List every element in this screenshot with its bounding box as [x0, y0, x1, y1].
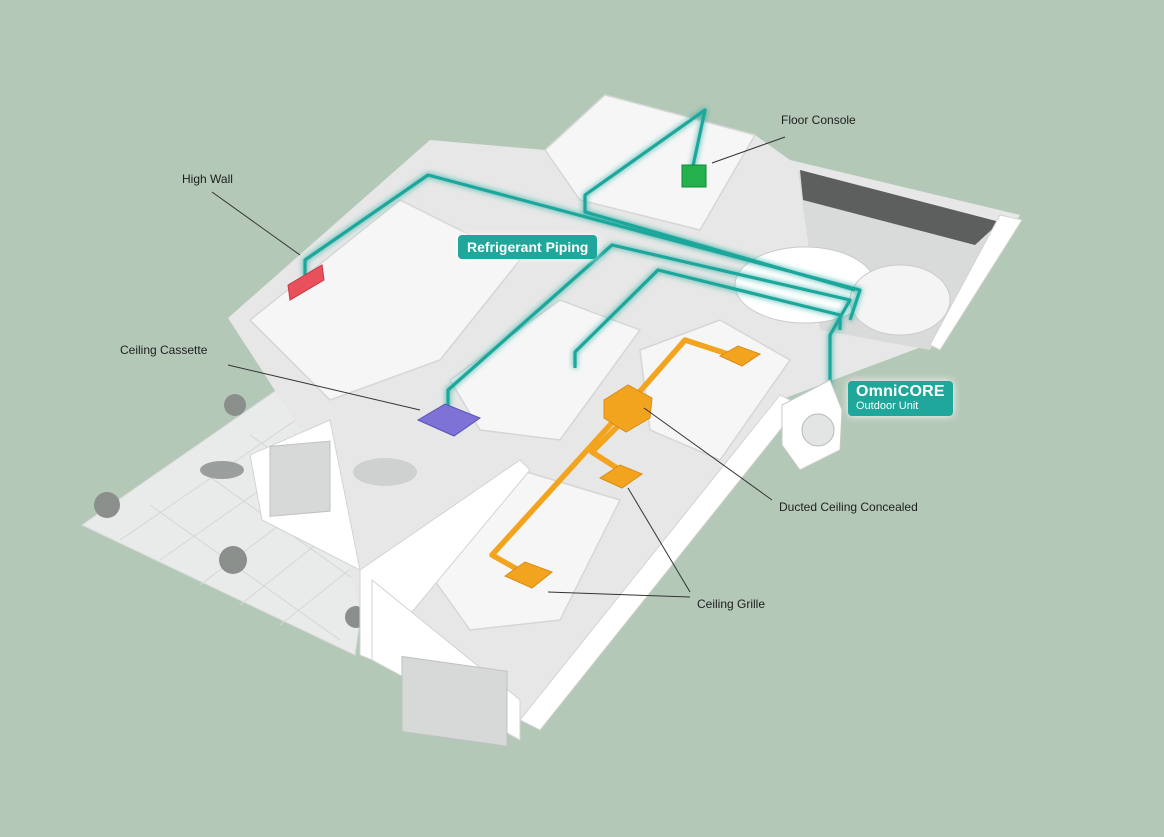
wall-garage-right [929, 214, 1023, 351]
room-living [248, 199, 522, 401]
label-high-wall: High Wall [182, 172, 233, 186]
label-floor-console: Floor Console [781, 113, 856, 127]
floor-console-unit [681, 164, 707, 188]
leader-lines [211, 136, 786, 598]
dining-table [353, 458, 417, 486]
plant [224, 394, 246, 416]
ceiling-grille [718, 345, 762, 367]
plant [219, 546, 247, 574]
plant [94, 492, 120, 518]
omnicore-subtitle: Outdoor Unit [856, 399, 919, 412]
ceiling-grille [503, 561, 554, 589]
garage-wall [800, 170, 1000, 245]
omnicore-outdoor-unit-badge: OmniCORE Outdoor Unit [848, 381, 953, 417]
patio-table [200, 461, 244, 479]
window [269, 440, 331, 517]
ceiling-cassette-unit [416, 403, 482, 437]
outdoor-unit-fan [801, 413, 835, 447]
high-wall-unit [287, 264, 325, 301]
refrigerant-piping-badge: Refrigerant Piping [458, 235, 598, 259]
car [849, 264, 951, 336]
label-ducted-ceiling-concealed: Ducted Ceiling Concealed [779, 500, 918, 514]
window [401, 655, 508, 747]
label-ceiling-cassette: Ceiling Cassette [120, 343, 208, 357]
ceiling-grille [598, 464, 644, 489]
ducted-ceiling-unit [603, 384, 653, 433]
label-ceiling-grille: Ceiling Grille [697, 597, 766, 611]
refrigerant-piping [303, 108, 862, 410]
omnicore-brand: OmniCORE [856, 383, 945, 400]
